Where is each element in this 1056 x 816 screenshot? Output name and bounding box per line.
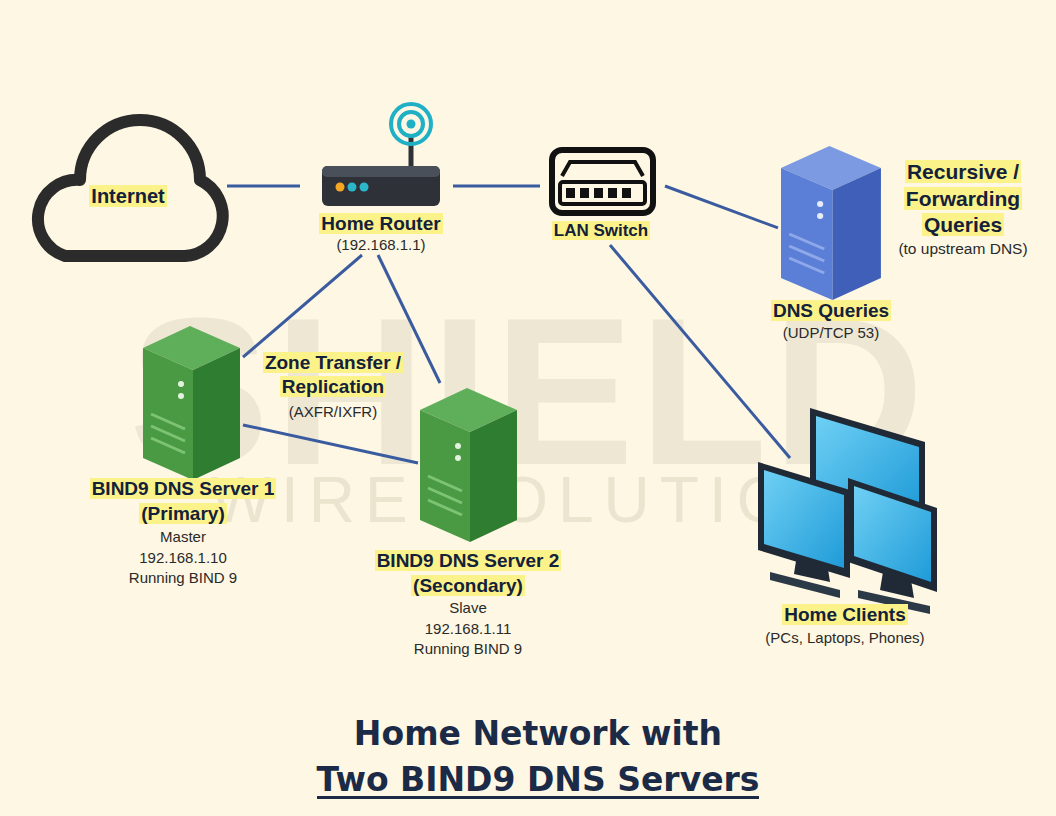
node-heading-block: BIND9 DNS Server 1 (Primary) bbox=[78, 476, 288, 526]
node-heading: DNS Queries bbox=[771, 300, 891, 321]
node-detail: Master 192.168.1.10 Running BIND 9 bbox=[129, 528, 237, 586]
node-detail-block: (PCs, Laptops, Phones) bbox=[725, 628, 965, 647]
clients-node: Home Clients(PCs, Laptops, Phones) bbox=[790, 400, 940, 650]
node-detail-block: (UDP/TCP 53) bbox=[731, 323, 931, 342]
router-icon bbox=[322, 104, 440, 206]
network-link bbox=[665, 186, 778, 228]
server-side bbox=[833, 168, 881, 300]
server-front bbox=[143, 348, 193, 480]
node-heading-block: DNS Queries bbox=[731, 299, 931, 323]
server-front bbox=[781, 168, 833, 300]
callout-note-block: (to upstream DNS) bbox=[863, 239, 1056, 258]
node-heading: Internet bbox=[89, 185, 166, 207]
server-led bbox=[178, 381, 184, 387]
node-heading-block: Internet bbox=[38, 184, 218, 208]
router-led bbox=[348, 183, 357, 192]
monitor-frame bbox=[758, 462, 850, 578]
server-icon bbox=[420, 388, 517, 542]
switch-port bbox=[608, 188, 617, 198]
node-detail-block: (192.168.1.1) bbox=[271, 235, 491, 254]
monitor-screen bbox=[764, 470, 844, 568]
node-heading-block: Home Clients bbox=[725, 603, 965, 627]
server-led bbox=[178, 393, 184, 399]
server-node: BIND9 DNS Server 2 (Secondary)Slave 192.… bbox=[418, 383, 518, 655]
server-slot bbox=[151, 438, 185, 453]
callout-note: (to upstream DNS) bbox=[898, 240, 1027, 257]
switch-body bbox=[552, 150, 653, 213]
switch-port-bay bbox=[560, 182, 645, 204]
node-detail: Slave 192.168.1.11 Running BIND 9 bbox=[414, 599, 522, 657]
diagram-title: Home Network with Two BIND9 DNS Servers bbox=[317, 711, 760, 803]
monitor-base bbox=[770, 572, 840, 598]
server-led bbox=[455, 455, 461, 461]
title-underline bbox=[317, 796, 760, 799]
server-side bbox=[193, 348, 240, 480]
server-icon bbox=[781, 146, 881, 300]
node-detail: (UDP/TCP 53) bbox=[783, 324, 879, 341]
node-heading: BIND9 DNS Server 1 (Primary) bbox=[90, 478, 277, 524]
server-led bbox=[455, 443, 461, 449]
node-detail-block: Slave 192.168.1.11 Running BIND 9 bbox=[411, 598, 526, 660]
server-side bbox=[470, 410, 517, 542]
switch-port bbox=[566, 188, 575, 198]
cloud-outline bbox=[38, 120, 223, 256]
monitor bbox=[848, 478, 937, 614]
network-link bbox=[453, 184, 540, 187]
callout-note: (AXFR/IXFR) bbox=[289, 403, 377, 420]
server-slot bbox=[789, 258, 824, 273]
node-heading: LAN Switch bbox=[552, 221, 650, 240]
node-heading: Home Router bbox=[319, 213, 442, 234]
callout-heading-block: Zone Transfer / Replication bbox=[258, 351, 408, 399]
switch-port bbox=[580, 188, 589, 198]
node-heading-block: LAN Switch bbox=[511, 220, 691, 241]
switch-port bbox=[622, 188, 631, 198]
switch-icon bbox=[552, 150, 653, 213]
router-led bbox=[360, 183, 369, 192]
node-detail-block: Master 192.168.1.10 Running BIND 9 bbox=[126, 527, 241, 589]
switch-node: LAN Switch bbox=[540, 140, 665, 245]
callout-heading: Recursive / Forwarding Queries bbox=[904, 160, 1022, 236]
monitor-frame bbox=[848, 478, 937, 592]
router-antenna bbox=[409, 134, 414, 168]
wifi-ring bbox=[399, 112, 423, 136]
router-led bbox=[336, 183, 345, 192]
router-body bbox=[322, 166, 440, 206]
server-icon bbox=[143, 326, 240, 480]
server-slot bbox=[428, 500, 462, 515]
network-link bbox=[227, 185, 300, 188]
callout-note-block: (AXFR/IXFR) bbox=[233, 402, 433, 421]
cloud-node: Internet bbox=[22, 100, 227, 268]
node-detail: (192.168.1.1) bbox=[336, 236, 425, 253]
switch-top bbox=[562, 162, 643, 176]
switch-port bbox=[594, 188, 603, 198]
callout-heading-block: Recursive / Forwarding Queries bbox=[888, 159, 1038, 239]
router-node: Home Router (192.168.1.1) bbox=[300, 100, 453, 255]
server-front bbox=[420, 410, 470, 542]
server-node: DNS Queries(UDP/TCP 53) bbox=[778, 140, 883, 345]
wifi-ring bbox=[391, 104, 431, 144]
node-heading-block: Home Router bbox=[271, 212, 491, 236]
wifi-dot bbox=[407, 120, 416, 129]
monitor bbox=[758, 462, 850, 598]
server-led bbox=[817, 201, 823, 207]
callout-heading: Zone Transfer / Replication bbox=[263, 352, 403, 397]
node-detail: (PCs, Laptops, Phones) bbox=[765, 629, 924, 646]
node-heading-block: BIND9 DNS Server 2 (Secondary) bbox=[363, 548, 573, 598]
node-heading: BIND9 DNS Server 2 (Secondary) bbox=[375, 550, 562, 596]
node-heading: Home Clients bbox=[782, 604, 907, 625]
server-node: BIND9 DNS Server 1 (Primary)Master 192.1… bbox=[140, 322, 243, 590]
monitor-screen bbox=[854, 486, 931, 582]
router-top bbox=[322, 166, 440, 177]
server-led bbox=[817, 213, 823, 219]
